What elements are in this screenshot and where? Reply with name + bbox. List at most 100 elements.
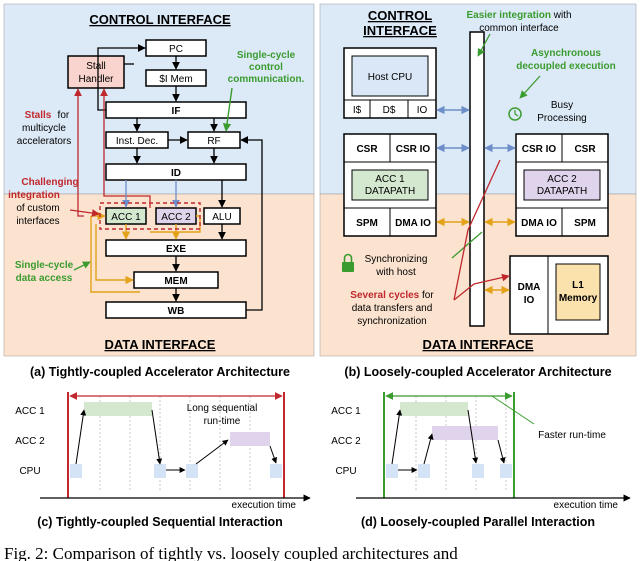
svg-text:ACC 2: ACC 2 [161,212,191,223]
acc1-csr-io: CSR IO [396,144,431,155]
cpu-bar-c1 [70,464,82,478]
host-io-label: IO [417,105,428,116]
control-interface-title: CONTROL INTERFACE [89,12,231,27]
imem-block: $I Mem [145,69,207,87]
svg-text:$I Mem: $I Mem [159,74,192,85]
svg-text:IF: IF [172,106,181,117]
data-interface-title-b: DATA INTERFACE [423,337,534,352]
svg-text:WB: WB [168,306,185,317]
acc2-bar-c [230,432,270,446]
mem-stage: MEM [133,271,219,289]
cpu-bar-d3 [472,464,484,478]
cpu-bar-c2 [154,464,166,478]
flow-arrows-d [391,409,506,473]
data-interface-title: DATA INTERFACE [105,337,216,352]
row-cpu-label-d: CPU [335,466,356,477]
row-acc2-label-d: ACC 2 [331,436,361,447]
cpu-bar-c4 [270,464,282,478]
cpu-bar-c3 [186,464,198,478]
if-stage: IF [105,101,247,119]
svg-text:ACC 1: ACC 1 [111,212,141,223]
acc1-csr: CSR [356,144,378,155]
acc1-dma-io: DMA IO [395,218,431,229]
acc1-bar-d [400,402,468,416]
acc1-spm: SPM [356,218,378,229]
acc1-block: ACC 1 [105,207,147,225]
acc2-csr-io: CSR IO [522,144,557,155]
inst-dec-block: Inst. Dec. [105,131,169,149]
acc2-block: ACC 2 [155,207,197,225]
easier-integration-note: Easier integration with common interface [466,10,572,57]
svg-text:Inst. Dec.: Inst. Dec. [116,136,158,147]
id-stage: ID [105,163,247,181]
control-arrows [122,180,180,208]
host-cpu-label: Host CPU [368,72,412,83]
caption-c: (c) Tightly-coupled Sequential Interacti… [37,515,283,529]
cpu-bar-d4 [500,464,512,478]
host-cpu-cluster: Host CPU I$ D$ IO [343,47,437,119]
pc-block: PC [145,39,207,57]
acc2-dma-io: DMA IO [521,218,557,229]
svg-text:common interface: common interface [479,23,559,34]
svg-text:ID: ID [171,168,181,179]
row-cpu-label-c: CPU [19,466,40,477]
exe-stage: EXE [105,239,247,257]
caption-b: (b) Loosely-coupled Accelerator Architec… [344,365,611,379]
stall-handler-line2: Handler [78,74,114,85]
dcache-label: D$ [383,105,396,116]
row-acc1-label-d: ACC 1 [331,406,361,417]
stall-handler-line1: Stall [86,61,105,72]
caption-a: (a) Tightly-coupled Accelerator Architec… [30,365,290,379]
svg-text:data transfers and: data transfers and [352,303,433,314]
stall-arrows [74,88,151,217]
icache-label: I$ [353,105,362,116]
faster-runtime-leader [491,395,535,425]
svg-text:Easier integration with: Easier integration with [466,10,571,21]
svg-text:ALU: ALU [212,212,231,223]
alu-block: ALU [203,207,241,225]
svg-text:synchronization: synchronization [357,316,426,327]
clock-icon [508,107,522,121]
lock-icon [342,262,354,272]
axis-label-c: execution time [232,500,297,511]
wb-stage: WB [105,301,247,319]
interconnect-bus [469,31,485,327]
several-cycles-note: Several cycles for data transfers and sy… [350,159,510,327]
acc1-bar-c [84,402,152,416]
svg-text:RF: RF [207,136,220,147]
svg-text:EXE: EXE [166,244,186,255]
svg-text:PC: PC [169,44,183,55]
acc2-bar-d [432,426,498,440]
axis-label-d: execution time [554,500,619,511]
cpu-bar-d2 [418,464,430,478]
row-acc1-label-c: ACC 1 [15,406,45,417]
row-acc2-label-c: ACC 2 [15,436,45,447]
flow-arrows-c [75,409,278,473]
acc2-spm: SPM [574,218,596,229]
